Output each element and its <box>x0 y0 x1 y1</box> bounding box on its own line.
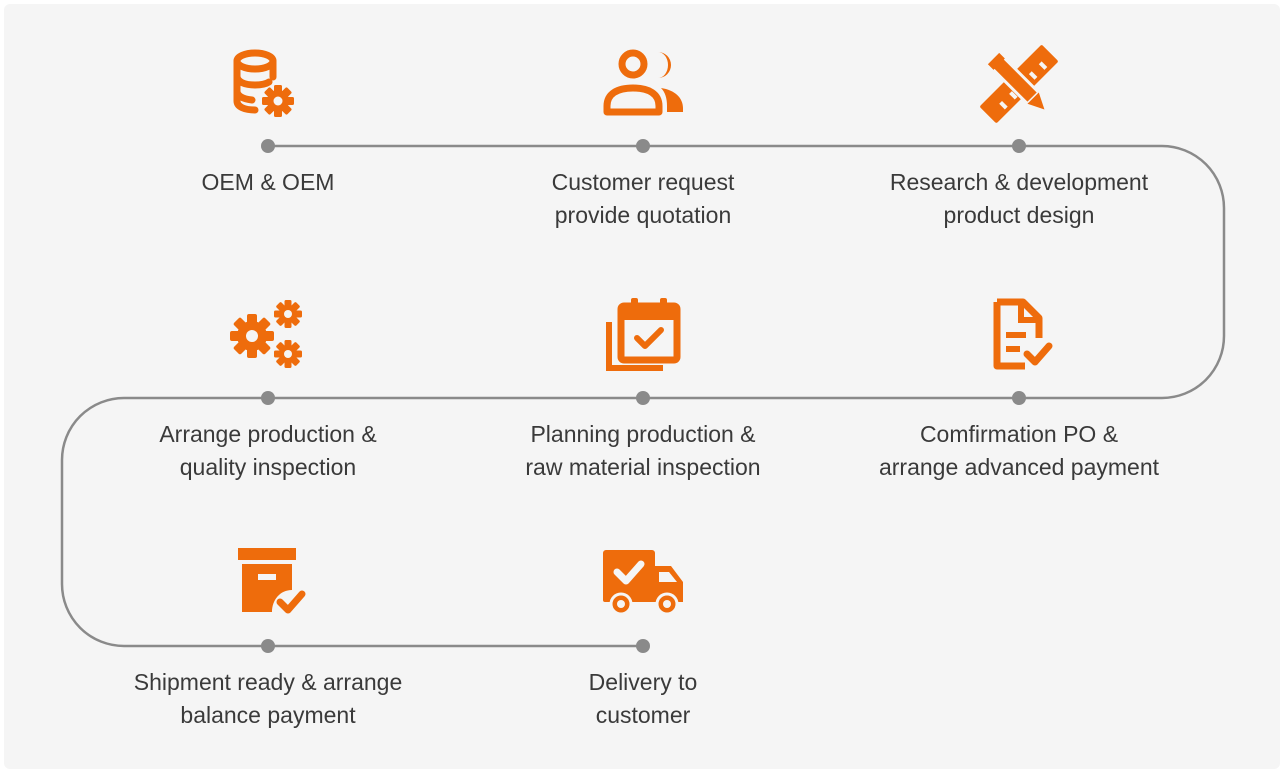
step-node <box>1012 139 1026 153</box>
step-node <box>1012 391 1026 405</box>
step-node <box>636 639 650 653</box>
step-label: Comfirmation PO &arrange advanced paymen… <box>878 421 1160 480</box>
calendar-check-icon <box>606 298 681 371</box>
step-node <box>261 639 275 653</box>
step-node <box>636 391 650 405</box>
step-label: Planning production &raw material inspec… <box>525 421 761 480</box>
step-arrange-production: Arrange production &quality inspection <box>108 296 428 546</box>
truck-check-icon <box>603 550 683 616</box>
step-planning-production: Planning production &raw material inspec… <box>483 296 803 546</box>
gears-icon <box>230 300 302 368</box>
database-gear-icon <box>233 49 294 117</box>
step-node <box>261 139 275 153</box>
step-label: Arrange production &quality inspection <box>159 421 377 480</box>
ruler-pencil-icon <box>980 45 1058 123</box>
step-node <box>636 139 650 153</box>
users-icon <box>603 49 683 116</box>
step-confirmation-po: Comfirmation PO &arrange advanced paymen… <box>859 296 1179 546</box>
step-oem: OEM & OEM <box>108 44 428 294</box>
step-label: OEM & OEM <box>201 169 335 195</box>
step-node <box>261 391 275 405</box>
document-check-icon <box>993 298 1053 370</box>
box-check-icon <box>238 548 306 614</box>
